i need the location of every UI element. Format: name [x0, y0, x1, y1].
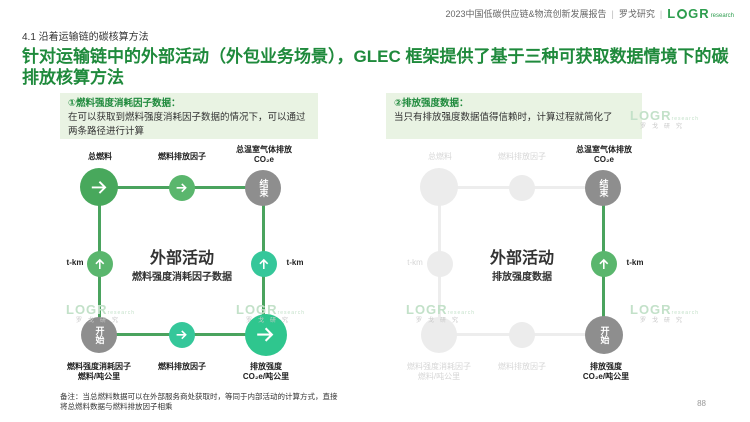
center-title: 外部活动	[149, 250, 214, 267]
center-subtitle: 燃料强度消耗因子数据	[132, 272, 232, 283]
node-end: 结束	[245, 170, 281, 206]
label-fuel-emission-factor: 燃料排放因子	[498, 362, 546, 371]
node-tkm-left	[87, 251, 113, 277]
info-box-body: 在可以获取到燃料强度消耗因子数据的情况下，可以通过两条路径进行计算	[68, 112, 306, 137]
header-separator: |	[611, 8, 614, 19]
label-emission-intensity: 排放强度 CO₂e/吨公里	[242, 362, 290, 381]
node-end: 结束	[585, 170, 621, 206]
org-name: 罗戈研究	[618, 9, 655, 19]
node-fuel-emission-factor-bottom	[169, 322, 195, 348]
arrow-up-icon	[599, 258, 609, 270]
logo-ring-icon	[677, 8, 688, 19]
center-subtitle: 排放强度数据	[492, 272, 552, 283]
label-fuel-emission-factor: 燃料排放因子	[158, 152, 206, 161]
label-fuel-intensity-factor: 燃料强度消耗因子 燃料/吨公里	[67, 362, 131, 381]
node-emission-intensity	[245, 314, 287, 356]
info-box-fuel-intensity: ①燃料强度消耗因子数据： 在可以获取到燃料强度消耗因子数据的情况下，可以通过两条…	[60, 93, 318, 139]
info-box-body: 当只有排放强度数据值得信赖时，计算过程就简化了	[394, 112, 613, 123]
section-label: 4.1 沿着运输链的碳核算方法	[22, 32, 149, 43]
header-separator: |	[659, 8, 663, 19]
center-title: 外部活动	[489, 250, 554, 267]
page-title: 针对运输链中的外部活动（外包业务场景），GLEC 框架提供了基于三种可获取数据情…	[22, 47, 729, 87]
footnote: 备注：当总燃料数据可以在外部服务商处获取时，等同于内部活动的计算方式，直接将总燃…	[60, 392, 338, 411]
watermark-logo: LOGRresearch 罗戈研究	[630, 108, 700, 130]
arrow-right-icon	[176, 330, 188, 340]
info-box-heading: ①燃料强度消耗因子数据：	[68, 98, 181, 109]
label-total-fuel: 总燃料	[88, 152, 112, 161]
watermark-logo: LOGRresearch 罗戈研究	[406, 302, 476, 324]
label-total-ghg: 总温室气体排放 CO₂e	[576, 145, 632, 164]
label-fuel-emission-factor: 燃料排放因子	[498, 152, 546, 161]
label-fuel-emission-factor: 燃料排放因子	[158, 362, 206, 371]
arrow-up-icon	[95, 258, 105, 270]
info-box-emission-intensity: ②排放强度数据： 当只有排放强度数据值得信赖时，计算过程就简化了	[386, 93, 642, 139]
node-tkm-right	[591, 251, 617, 277]
arrow-right-icon	[257, 327, 274, 343]
watermark-logo: LOGRresearch 罗戈研究	[66, 302, 136, 324]
node-fuel-emission-factor-faint	[509, 175, 535, 201]
node-fuel-emission-factor-bottom-faint	[509, 322, 535, 348]
node-tkm-right	[251, 251, 277, 277]
node-total-fuel	[80, 168, 118, 206]
label-emission-intensity: 排放强度 CO₂e/吨公里	[582, 362, 630, 381]
node-start: 开始	[585, 316, 623, 354]
node-total-fuel-faint	[420, 168, 458, 206]
label-tkm: t-km	[66, 258, 84, 267]
node-tkm-left-faint	[427, 251, 453, 277]
arrow-right-icon	[91, 180, 107, 194]
label-tkm: t-km	[286, 258, 304, 267]
label-total-ghg: 总温室气体排放 CO₂e	[236, 145, 292, 164]
report-title: 2023中国低碳供应链&物流创新发展报告	[445, 9, 607, 19]
node-start-faint: 开始	[421, 317, 457, 353]
label-tkm: t-km	[626, 258, 644, 267]
label-fuel-intensity-factor: 燃料强度消耗因子 燃料/吨公里	[407, 362, 471, 381]
arrow-right-icon	[176, 183, 188, 193]
node-fuel-emission-factor	[169, 175, 195, 201]
node-start: 开始	[81, 317, 117, 353]
label-total-fuel: 总燃料	[428, 152, 452, 161]
watermark-logo: LOGRresearch 罗戈研究	[630, 302, 700, 324]
label-tkm: t-km	[407, 258, 423, 267]
page-number: 88	[697, 399, 706, 408]
arrow-up-icon	[259, 258, 269, 270]
info-box-heading: ②排放强度数据：	[394, 98, 469, 109]
watermark-logo: LOGRresearch 罗戈研究	[236, 302, 306, 324]
